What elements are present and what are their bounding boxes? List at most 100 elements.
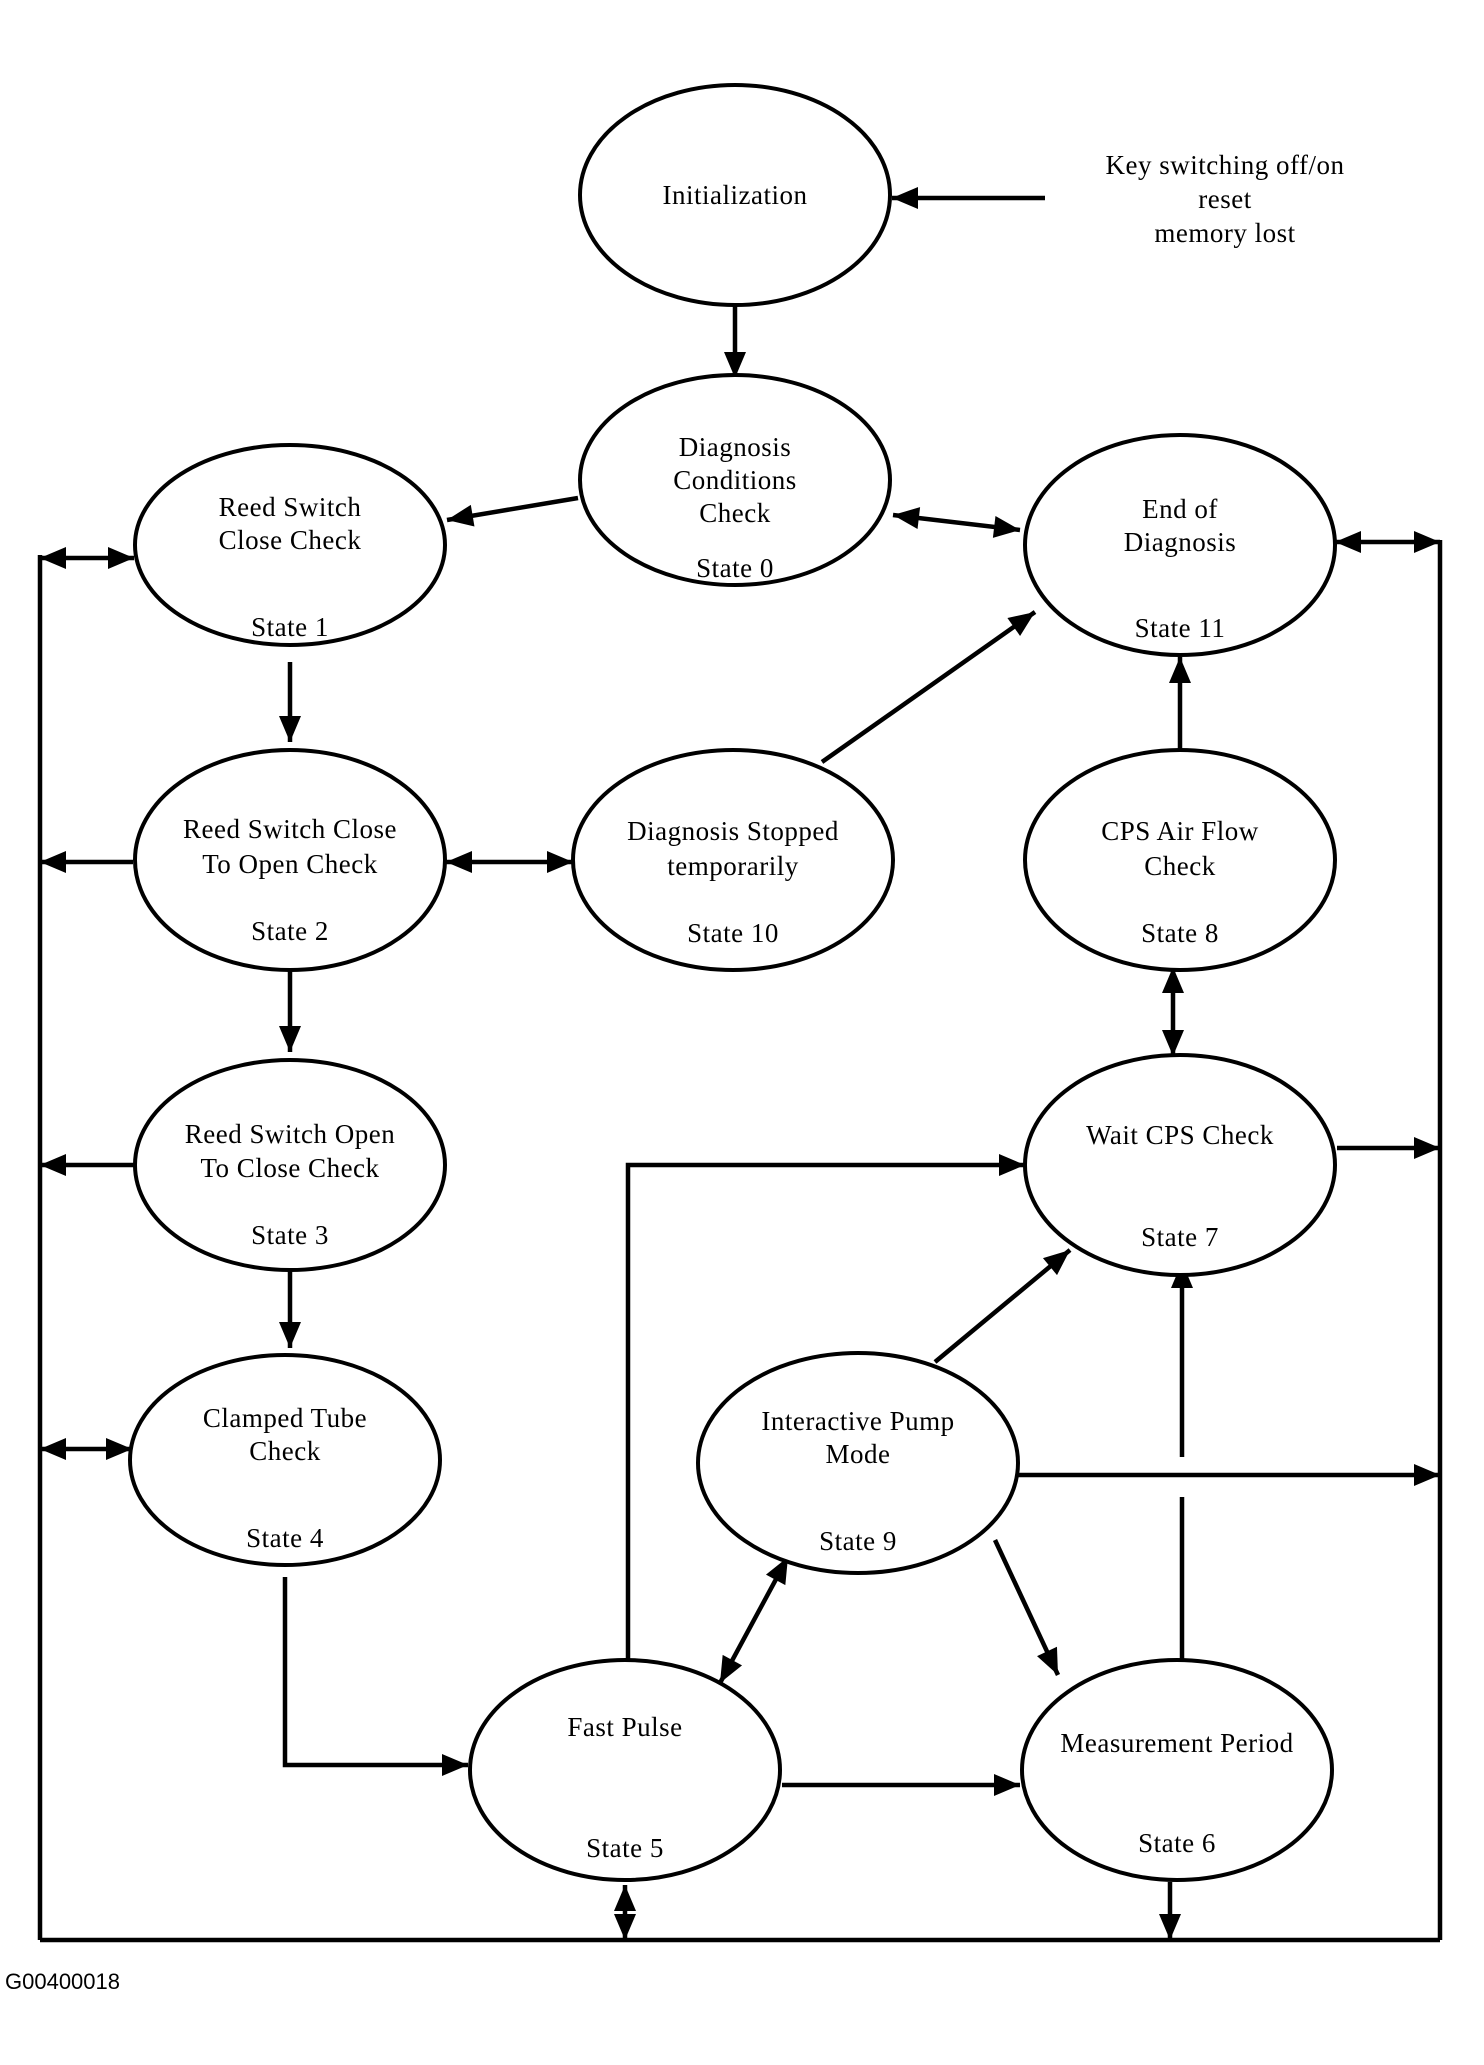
node-state-10-state-number: State 10 xyxy=(687,918,779,948)
node-state-0-label: Check xyxy=(699,498,770,528)
node-state-0-label: Diagnosis xyxy=(679,432,792,462)
edge-bus-state1-arrowhead xyxy=(108,547,134,569)
node-state-4-label: Check xyxy=(249,1436,320,1466)
edge-state3-to-state4-arrowhead xyxy=(279,1322,301,1348)
edge-state1-to-state2-arrowhead xyxy=(279,716,301,742)
node-state-8-state-number: State 8 xyxy=(1141,918,1219,948)
edge-state0-to-state1-arrowhead xyxy=(447,504,475,527)
node-state-3-shape xyxy=(133,1058,447,1272)
node-state-11-label: End of xyxy=(1142,494,1218,524)
diagram-texts: Key switching off/on reset memory lost G… xyxy=(5,150,1344,1994)
node-state-11-state-number: State 11 xyxy=(1135,613,1226,643)
edge-state2-to-state3-arrowhead xyxy=(279,1026,301,1052)
node-state-6-shape xyxy=(1020,1658,1334,1882)
edge-state5-to-state6-arrowhead xyxy=(994,1774,1020,1796)
edge-bus-state1-arrowhead-start xyxy=(40,547,66,569)
node-state-1-state-number: State 1 xyxy=(251,612,329,642)
edge-state9-to-state7 xyxy=(933,1248,1072,1364)
node-state-7-label: Wait CPS Check xyxy=(1086,1120,1274,1150)
reset-note-line-3: memory lost xyxy=(1154,218,1295,248)
edge-state11-bus-arrowhead-start xyxy=(1335,531,1361,553)
edge-state9-state5-arrowhead xyxy=(720,1654,743,1683)
node-state-11-shape xyxy=(1023,433,1337,657)
node-state-0-label: Conditions xyxy=(673,465,797,495)
node-state-10-label: Diagnosis Stopped xyxy=(627,816,839,846)
edge-state5-bus-arrowhead xyxy=(614,1914,636,1940)
edge-state0-state11-arrowhead-start xyxy=(893,507,921,529)
edge-bus-state4-arrowhead-start xyxy=(40,1438,66,1460)
diagram-nodes: InitializationDiagnosisConditionsCheckSt… xyxy=(128,83,1337,1882)
node-state-0-shape xyxy=(578,373,892,587)
edge-state8-state7-arrowhead xyxy=(1162,1030,1184,1056)
node-state-1-label: Reed Switch xyxy=(219,492,362,522)
node-initialization: Initialization xyxy=(578,83,892,307)
node-state-8-shape xyxy=(1023,748,1337,972)
node-state-2-shape xyxy=(133,748,447,972)
node-state-4-shape xyxy=(128,1353,442,1567)
edge-state9-to-bus-arrowhead xyxy=(1414,1464,1440,1486)
figure-id: G00400018 xyxy=(5,1969,120,1994)
edge-state5-bus-arrowhead-start xyxy=(614,1885,636,1911)
node-state-1-shape xyxy=(133,443,447,647)
edge-state5-to-state7-arrowhead xyxy=(999,1154,1025,1176)
edge-state9-to-state6-arrowhead xyxy=(1037,1646,1058,1675)
node-state-10-label: temporarily xyxy=(667,851,798,881)
edge-state2-state10-arrowhead-start xyxy=(446,851,472,873)
edge-reset-to-init-arrowhead xyxy=(892,187,918,209)
node-state-2-label: Reed Switch Close xyxy=(183,814,397,844)
node-state-2-label: To Open Check xyxy=(202,849,378,879)
node-state-2-state-number: State 2 xyxy=(251,916,329,946)
node-state-9-shape xyxy=(696,1351,1020,1575)
edge-state8-to-state11-arrowhead xyxy=(1169,657,1191,683)
node-state-8-label: CPS Air Flow xyxy=(1101,816,1259,846)
diagram-edges xyxy=(37,187,1443,1943)
edge-state9-to-state7-arrowhead xyxy=(1042,1250,1070,1276)
edge-init-to-state0-arrowhead xyxy=(724,352,746,378)
node-state-6-state-number: State 6 xyxy=(1138,1828,1216,1858)
edge-state3-to-bus-arrowhead xyxy=(40,1154,66,1176)
edge-state10-to-state11 xyxy=(820,610,1037,764)
node-initialization-shape xyxy=(578,83,892,307)
node-state-11-label: Diagnosis xyxy=(1124,527,1237,557)
node-state-6-label: Measurement Period xyxy=(1060,1728,1293,1758)
node-state-5-state-number: State 5 xyxy=(586,1833,664,1863)
edge-state7-to-bus-arrowhead xyxy=(1414,1137,1440,1159)
node-state-5-shape xyxy=(468,1658,782,1882)
edge-state9-state5-arrowhead-start xyxy=(765,1557,788,1586)
node-state-9-state-number: State 9 xyxy=(819,1526,897,1556)
edge-bus-state4-arrowhead xyxy=(106,1438,132,1460)
edge-state11-bus-arrowhead xyxy=(1414,531,1440,553)
node-state-9-label: Interactive Pump xyxy=(761,1406,954,1436)
edge-state10-to-state11-arrowhead xyxy=(1007,612,1035,636)
reset-note-line-2: reset xyxy=(1198,184,1251,214)
node-state-3-state-number: State 3 xyxy=(251,1220,329,1250)
edge-state2-to-bus-arrowhead xyxy=(40,851,66,873)
node-state-7-shape xyxy=(1023,1053,1337,1277)
edge-state6-to-bus-arrowhead xyxy=(1159,1914,1181,1940)
node-state-4-state-number: State 4 xyxy=(246,1523,324,1553)
edge-state0-state11-arrowhead xyxy=(992,516,1020,538)
node-initialization-label: Initialization xyxy=(663,180,808,210)
node-state-9-label: Mode xyxy=(826,1439,891,1469)
node-state-0-state-number: State 0 xyxy=(696,553,774,583)
node-state-5-label: Fast Pulse xyxy=(567,1712,682,1742)
edge-state4-to-state5 xyxy=(282,1577,468,1768)
node-state-3-label: To Close Check xyxy=(200,1153,379,1183)
node-state-8-label: Check xyxy=(1144,851,1215,881)
node-state-1-label: Close Check xyxy=(219,525,362,555)
node-state-4-label: Clamped Tube xyxy=(203,1403,367,1433)
edge-state5-to-state7 xyxy=(625,1162,1025,1660)
node-state-10-shape xyxy=(571,748,895,972)
